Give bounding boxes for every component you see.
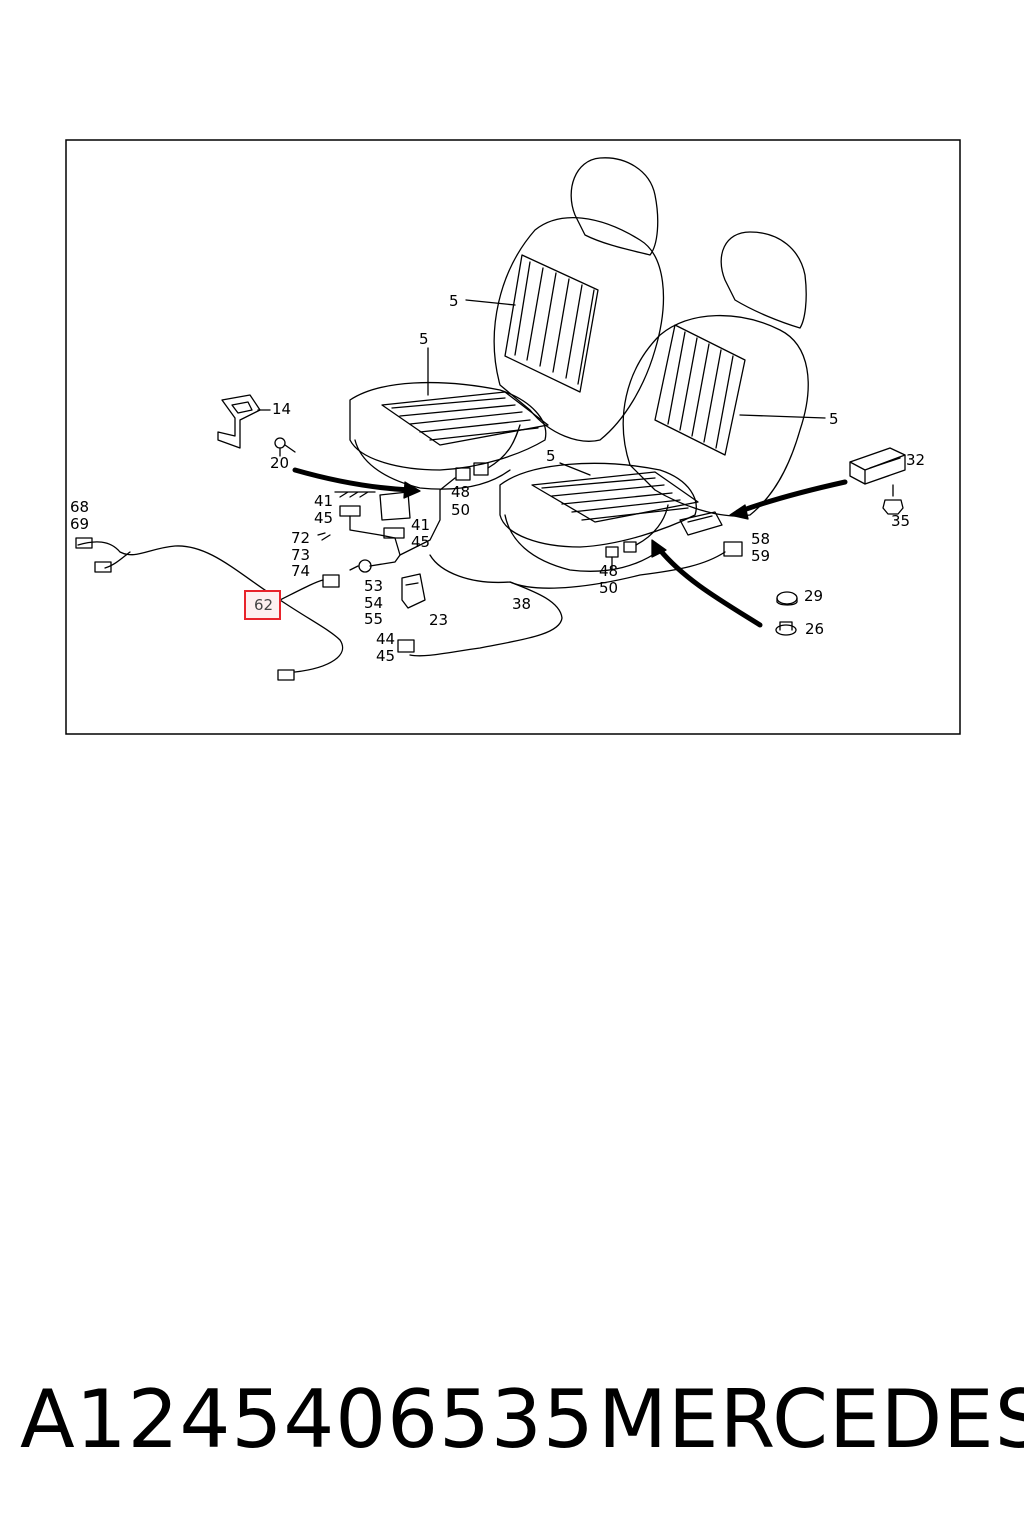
callout-35: 35: [891, 512, 910, 530]
diagram-svg: 5 5 5 5 14 20 41 45 41 45 48 50 48 50 32…: [65, 139, 961, 735]
bracket-14: [217, 394, 261, 449]
callout-50: 50: [599, 579, 618, 597]
parts-diagram: 5 5 5 5 14 20 41 45 41 45 48 50 48 50 32…: [0, 0, 1024, 760]
callout-44: 44: [376, 630, 395, 648]
right-seat-heating-element: [531, 471, 699, 523]
callout-5: 5: [829, 410, 839, 428]
harness-38: [409, 554, 563, 657]
callout-45: 45: [314, 509, 333, 527]
harness-62: [77, 541, 344, 673]
callout-14: 14: [272, 400, 291, 418]
callout-58: 58: [751, 530, 770, 548]
callout-41: 41: [411, 516, 430, 534]
left-seat-cushion: [349, 381, 547, 471]
callout-62: 62: [254, 596, 273, 614]
callout-45: 45: [376, 647, 395, 665]
highlighted-callout-62[interactable]: 62: [244, 590, 281, 620]
callout-45: 45: [411, 533, 430, 551]
callout-54: 54: [364, 594, 383, 612]
callout-72: 72: [291, 529, 310, 547]
callout-32: 32: [906, 451, 925, 469]
left-headrest: [570, 157, 659, 256]
diagram-border: [65, 139, 961, 735]
brand-name: MERCEDES: [598, 1373, 1024, 1466]
callout-74: 74: [291, 562, 310, 580]
callout-55: 55: [364, 610, 383, 628]
callout-59: 59: [751, 547, 770, 565]
callout-50: 50: [451, 501, 470, 519]
callout-38: 38: [512, 595, 531, 613]
callout-26: 26: [805, 620, 824, 638]
callout-29: 29: [804, 587, 823, 605]
callout-48: 48: [599, 562, 618, 580]
callout-23: 23: [429, 611, 448, 629]
highlight-box: [244, 590, 281, 620]
left-backrest: [493, 217, 664, 442]
right-back-heating-element: [654, 324, 746, 456]
callout-41: 41: [314, 492, 333, 510]
callout-69: 69: [70, 515, 89, 533]
left-back-heating-element: [504, 254, 599, 393]
callout-53: 53: [364, 577, 383, 595]
callout-68: 68: [70, 498, 89, 516]
callout-48: 48: [451, 483, 470, 501]
footer: A1245406535 MERCEDES: [0, 1370, 1024, 1470]
control-unit-32: [849, 447, 906, 485]
clip-23: [401, 573, 426, 609]
callout-73: 73: [291, 546, 310, 564]
part-number: A1245406535: [20, 1373, 595, 1466]
callout-5: 5: [449, 292, 459, 310]
right-headrest: [720, 231, 807, 329]
callout-5: 5: [419, 330, 429, 348]
callout-labels: 5 5 5 5 14 20 41 45 41 45 48 50 48 50 32…: [70, 292, 925, 665]
right-seat-cushion: [499, 462, 697, 548]
callout-20: 20: [270, 454, 289, 472]
callout-5: 5: [546, 447, 556, 465]
